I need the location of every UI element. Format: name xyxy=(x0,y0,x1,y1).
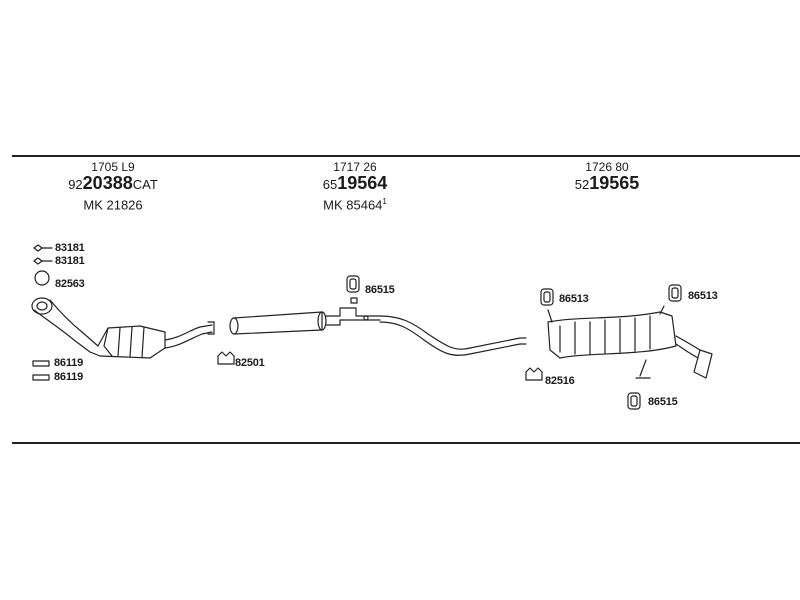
bottom-divider xyxy=(12,442,800,444)
section-middle-silencer: 1717 26 6519564 MK 854641 xyxy=(300,160,410,213)
part-number: 5219565 xyxy=(574,173,640,193)
middle-silencer-icon xyxy=(229,307,527,356)
part-label: 82516 xyxy=(545,375,575,387)
mounting-kit: MK 854641 xyxy=(323,197,387,213)
rubber-mount-icon xyxy=(346,275,360,304)
part-label: 82501 xyxy=(235,357,265,369)
oe-number: 1726 80 xyxy=(585,160,629,174)
part-number: 6519564 xyxy=(322,173,388,193)
hanger-icon xyxy=(32,360,50,381)
rubber-mount-icon xyxy=(627,392,641,410)
clamp-icon xyxy=(217,351,235,365)
catalytic-converter-icon xyxy=(31,297,215,359)
top-divider xyxy=(12,155,800,157)
rubber-mount-icon xyxy=(540,284,682,306)
part-label: 86513 xyxy=(559,293,589,305)
gasket-ring-icon xyxy=(34,270,50,286)
section-catalyst: 1705 L9 9220388CAT MK 21826 xyxy=(58,160,168,213)
part-label: 83181 xyxy=(55,242,85,254)
oe-number: 1705 L9 xyxy=(91,160,135,174)
part-label: 86515 xyxy=(365,284,395,296)
part-label: 86515 xyxy=(648,396,678,408)
oe-number: 1717 26 xyxy=(333,160,377,174)
part-label: 86119 xyxy=(54,371,83,383)
part-label: 86513 xyxy=(688,290,718,302)
part-label: 86119 xyxy=(54,357,83,369)
mounting-kit: MK 21826 xyxy=(83,197,143,213)
rear-silencer-icon xyxy=(547,305,713,379)
clamp-icon xyxy=(525,367,543,381)
part-label: 83181 xyxy=(55,255,85,267)
section-rear-silencer: 1726 80 5219565 xyxy=(552,160,662,194)
part-number: 9220388CAT xyxy=(68,173,158,193)
clip-icon xyxy=(33,244,53,265)
part-label: 82563 xyxy=(55,278,85,290)
